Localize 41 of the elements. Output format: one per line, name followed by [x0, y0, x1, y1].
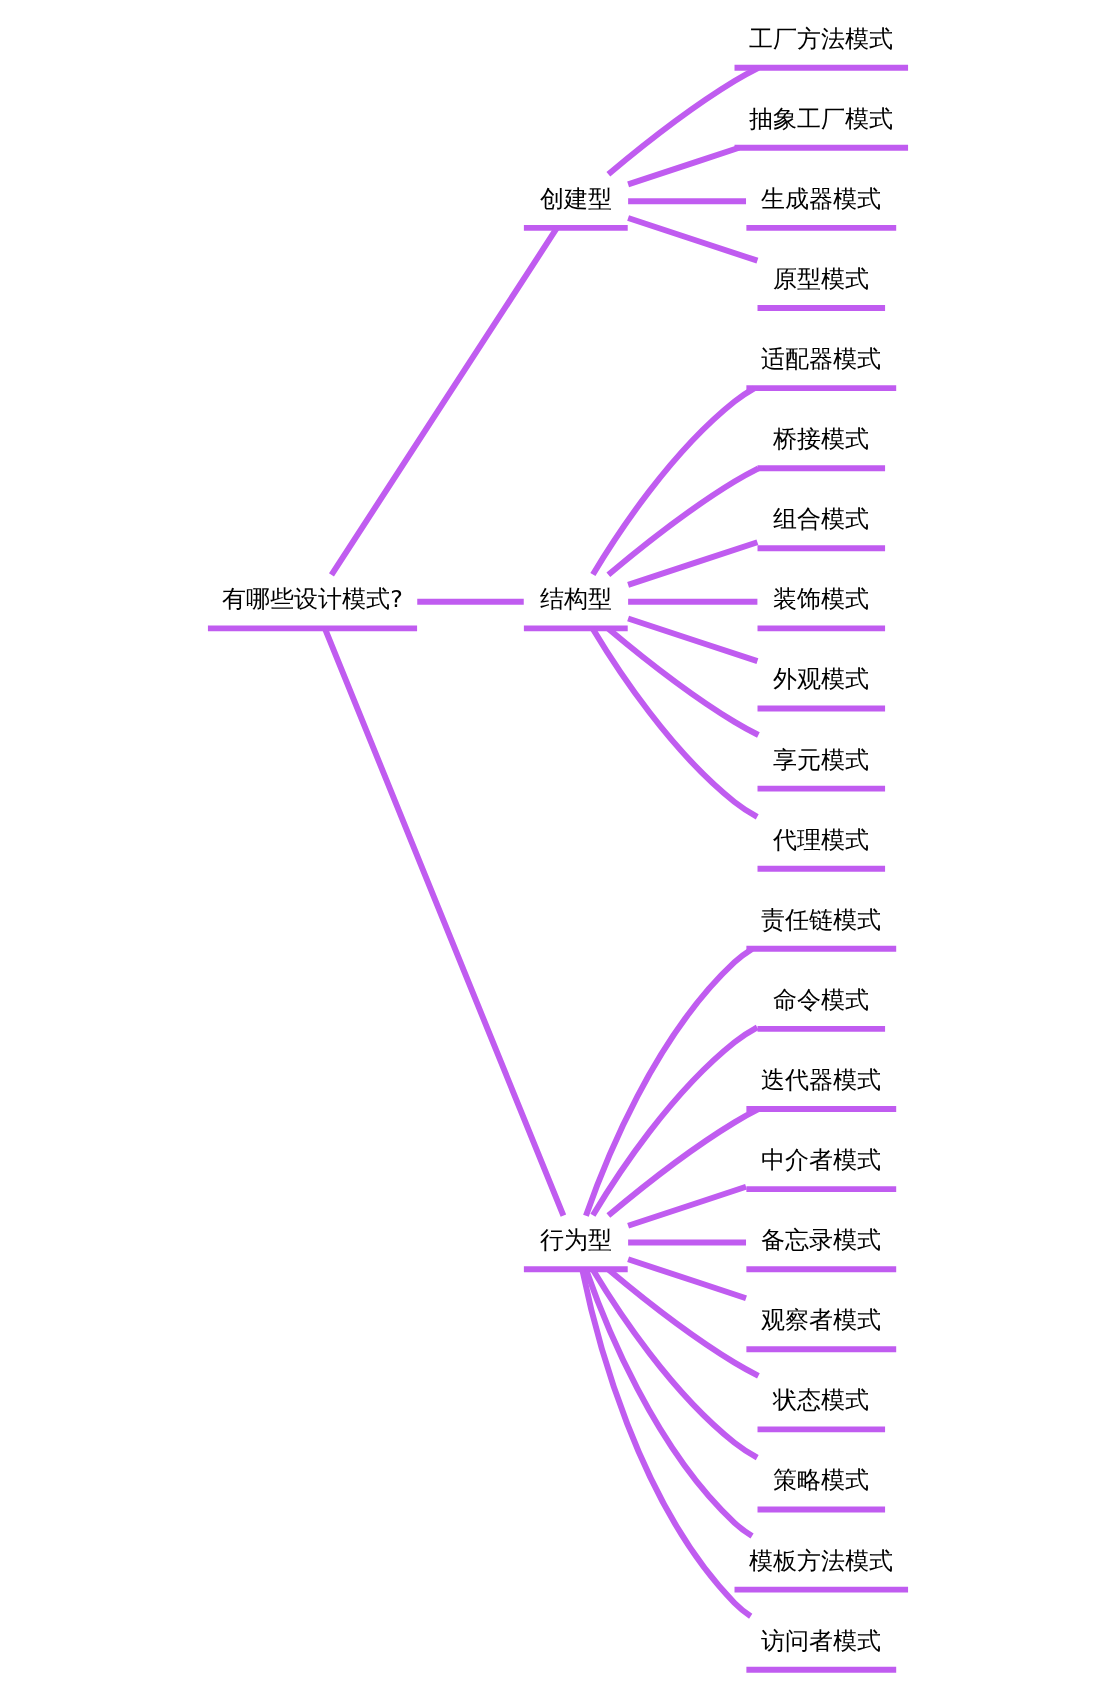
node-text: 装饰模式: [773, 585, 870, 614]
node-text: 组合模式: [773, 505, 870, 534]
connector: [579, 1269, 753, 1619]
node-text: 桥接模式: [773, 425, 870, 454]
node-text: 观察者模式: [761, 1306, 882, 1335]
node-text: 迭代器模式: [761, 1065, 882, 1094]
node-text: 代理模式: [773, 825, 870, 854]
connector: [627, 1256, 747, 1302]
node-text: 策略模式: [773, 1466, 870, 1495]
connector: [627, 145, 740, 188]
connector: [627, 215, 759, 264]
connector: [590, 1024, 759, 1217]
node-text: 抽象工厂模式: [749, 104, 894, 133]
node-text: 工厂方法模式: [749, 24, 894, 53]
node-text: 访问者模式: [761, 1626, 882, 1655]
connector: [590, 385, 756, 576]
connector: [628, 1239, 747, 1246]
connector: [417, 598, 524, 605]
connector: [627, 1183, 747, 1229]
connector: [628, 198, 747, 205]
node-text: 外观模式: [773, 665, 870, 694]
connector: [606, 465, 760, 578]
node-text: 中介者模式: [761, 1146, 882, 1175]
connector: [329, 226, 560, 577]
node-text: 有哪些设计模式?: [222, 585, 403, 614]
node-text: 适配器模式: [761, 345, 882, 374]
node-text: 状态模式: [773, 1386, 870, 1415]
node-text: 命令模式: [773, 985, 870, 1014]
node-text: 责任链模式: [761, 905, 882, 934]
node-text: 备忘录模式: [761, 1226, 882, 1255]
node-text: 生成器模式: [761, 184, 882, 213]
node-text: 行为型: [539, 1226, 612, 1255]
connector: [627, 615, 759, 664]
node-text: 创建型: [539, 184, 612, 213]
connector: [627, 539, 759, 588]
connector: [583, 946, 754, 1217]
node-text: 结构型: [539, 585, 612, 614]
node-text: 享元模式: [773, 745, 870, 774]
node-text: 原型模式: [773, 264, 870, 293]
connector: [628, 598, 758, 605]
node-text: 模板方法模式: [749, 1546, 894, 1575]
